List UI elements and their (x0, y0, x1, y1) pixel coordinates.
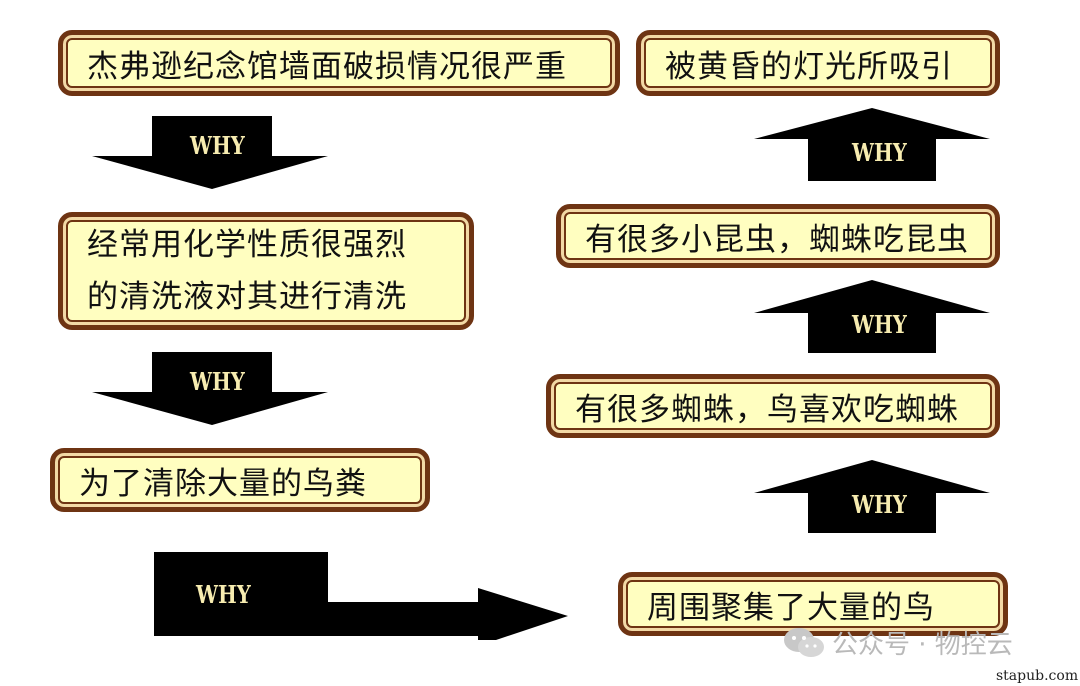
why-label-4: WHY (852, 490, 907, 519)
why-label-6: WHY (852, 138, 907, 167)
why-label-2: WHY (190, 367, 245, 396)
up-arrow-1 (754, 460, 990, 533)
down-arrow-2 (92, 352, 328, 425)
node-chemical-cleaning: 经常用化学性质很强烈 的清洗液对其进行清洗 (58, 212, 474, 330)
watermark: 公众号 · 物控云 (782, 624, 1013, 661)
watermark-text: 公众号 · 物控云 (832, 630, 1013, 660)
node-many-birds: 周围聚集了大量的鸟 (618, 572, 1008, 636)
site-watermark: stapub.com (996, 668, 1079, 684)
node-many-spiders-label: 有很多蜘蛛，鸟喜欢吃蜘蛛 (575, 391, 959, 428)
node-dusk-lights-label: 被黄昏的灯光所吸引 (665, 48, 953, 85)
node-many-birds-label: 周围聚集了大量的鸟 (647, 589, 935, 626)
node-wall-damage: 杰弗逊纪念馆墙面破损情况很严重 (58, 30, 620, 96)
node-bird-droppings-label: 为了清除大量的鸟粪 (79, 465, 367, 502)
up-arrow-2 (754, 280, 990, 353)
node-many-spiders: 有很多蜘蛛，鸟喜欢吃蜘蛛 (546, 374, 1000, 438)
node-dusk-lights: 被黄昏的灯光所吸引 (636, 30, 1000, 96)
node-many-insects-label: 有很多小昆虫，蜘蛛吃昆虫 (585, 221, 969, 258)
why-label-5: WHY (852, 310, 907, 339)
down-arrow-1 (92, 116, 328, 189)
node-many-insects: 有很多小昆虫，蜘蛛吃昆虫 (556, 204, 1000, 268)
up-arrow-3 (754, 108, 990, 181)
why-label-3: WHY (196, 580, 251, 609)
why-label-1: WHY (190, 131, 245, 160)
right-arrow (154, 552, 568, 640)
node-bird-droppings: 为了清除大量的鸟粪 (50, 448, 430, 512)
wechat-icon (784, 627, 824, 657)
node-chemical-cleaning-label: 经常用化学性质很强烈 的清洗液对其进行清洗 (87, 227, 407, 315)
node-wall-damage-label: 杰弗逊纪念馆墙面破损情况很严重 (87, 48, 567, 85)
